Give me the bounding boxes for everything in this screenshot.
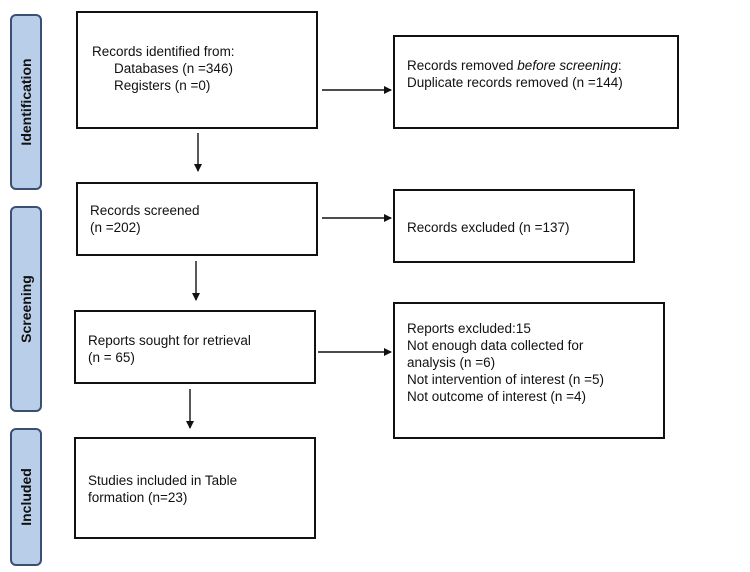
records-removed-box: Records removed before screening: Duplic…	[393, 35, 679, 129]
records-identified-heading: Records identified from:	[92, 44, 235, 59]
phase-included: Included	[10, 428, 42, 566]
records-screened-label: Records screened	[90, 203, 200, 218]
phase-screening: Screening	[10, 206, 42, 412]
studies-included-count: formation (n=23)	[88, 490, 188, 505]
studies-included-label: Studies included in Table	[88, 473, 238, 488]
phase-identification: Identification	[10, 14, 42, 190]
records-removed-heading: Records removed before screening:	[407, 58, 622, 73]
reason-not-enough-data-count: analysis (n =6)	[407, 355, 496, 370]
reason-not-outcome: Not outcome of interest (n =4)	[407, 389, 586, 404]
duplicates-removed-count: Duplicate records removed (n =144)	[407, 75, 623, 90]
registers-count: Registers (n =0)	[114, 78, 211, 93]
records-excluded-box: Records excluded (n =137)	[393, 189, 635, 263]
records-identified-box: Records identified from: Databases (n =3…	[76, 11, 318, 129]
records-screened-box: Records screened (n =202)	[76, 182, 318, 256]
reports-excluded-box: Reports excluded:15 Not enough data coll…	[393, 302, 665, 439]
records-screened-count: (n =202)	[90, 220, 141, 235]
databases-count: Databases (n =346)	[114, 61, 233, 76]
records-excluded-count: Records excluded (n =137)	[407, 220, 570, 235]
reports-sought-box: Reports sought for retrieval (n = 65)	[74, 310, 316, 384]
reason-not-intervention: Not intervention of interest (n =5)	[407, 372, 604, 387]
studies-included-box: Studies included in Table formation (n=2…	[74, 437, 316, 539]
reports-excluded-total: Reports excluded:15	[407, 321, 531, 336]
reports-sought-count: (n = 65)	[88, 350, 135, 365]
reports-sought-label: Reports sought for retrieval	[88, 333, 251, 348]
reason-not-enough-data: Not enough data collected for	[407, 338, 584, 353]
